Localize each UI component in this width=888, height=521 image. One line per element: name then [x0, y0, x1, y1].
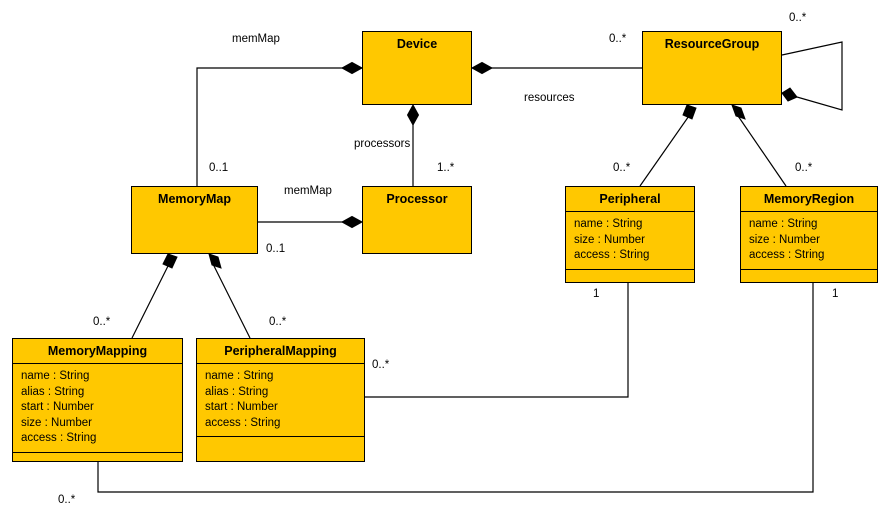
class-memorymap[interactable]: MemoryMap — [131, 186, 258, 254]
edge-label-resourcegroup-peripheral-mult: 0..* — [613, 162, 631, 174]
attribute-row: alias : String — [21, 385, 85, 398]
attribute-row: start : Number — [205, 401, 278, 413]
edge-label-device-resources-role: resources — [524, 92, 575, 104]
attribute-row: name : String — [749, 218, 818, 230]
attribute-row: size : Number — [21, 416, 92, 429]
edge-resourcegroup-peripheral — [639, 104, 697, 187]
edge-label-device-resources-mult: 0..* — [609, 33, 627, 45]
edge-resourcegroup-memoryregion — [731, 104, 787, 187]
edge-label-peripheral-mapping-mult: 1 — [593, 288, 600, 300]
attribute-row: size : Number — [574, 233, 645, 246]
edge-memorymap-peripheralmapping — [208, 253, 251, 339]
attribute-row: name : String — [574, 218, 643, 230]
edge-label-resourcegroup-self-mult: 0..* — [789, 12, 807, 24]
edge-label-memorymap-peripheralmapping-mult: 0..* — [269, 316, 287, 328]
edge-label-device-processors-mult: 1..* — [437, 162, 455, 174]
attribute-row: access : String — [21, 432, 97, 444]
edge-device-processor — [406, 103, 420, 186]
class-memorymapping[interactable]: MemoryMapping name : String alias : Stri… — [12, 338, 183, 462]
attribute-row: size : Number — [749, 233, 820, 246]
edge-device-resourcegroup — [470, 61, 642, 75]
edge-peripheralmapping-peripheral — [365, 283, 629, 398]
edge-label-resourcegroup-memoryregion-mult: 0..* — [795, 162, 813, 174]
class-title: ResourceGroup — [664, 37, 760, 51]
class-peripheralmapping[interactable]: PeripheralMapping name : String alias : … — [196, 338, 365, 462]
class-title: MemoryRegion — [741, 187, 877, 212]
edge-memorymap-memorymapping — [131, 253, 178, 339]
edge-memorymapping-memoryregion — [97, 283, 814, 493]
attributes-compartment: name : String size : Number access : Str… — [741, 212, 877, 270]
attribute-row: access : String — [205, 416, 281, 429]
edge-label-memorymapping-memoryregion-mult: 0..* — [58, 494, 76, 506]
class-title: Processor — [386, 192, 448, 206]
edge-label-memorymap-processor-mult: 0..1 — [266, 243, 286, 255]
operations-compartment — [566, 270, 694, 286]
class-peripheral[interactable]: Peripheral name : String size : Number a… — [565, 186, 695, 283]
edge-label-device-processors-role: processors — [354, 138, 411, 150]
class-title: MemoryMapping — [13, 339, 182, 364]
class-title: Peripheral — [566, 187, 694, 212]
class-title: PeripheralMapping — [197, 339, 364, 364]
class-title: Device — [396, 37, 438, 51]
edge-label-memorymap-processor-role: memMap — [284, 185, 332, 197]
operations-compartment — [13, 453, 182, 469]
class-title: MemoryMap — [158, 192, 231, 206]
attribute-row: name : String — [21, 370, 90, 382]
edge-memorymap-processor — [258, 215, 364, 229]
operations-compartment — [741, 270, 877, 286]
attribute-row: alias : String — [205, 385, 269, 398]
edge-label-device-memmap-role: memMap — [232, 33, 280, 45]
edge-resourcegroup-self — [781, 41, 843, 111]
edge-label-peripheralmapping-peripheral-mult: 0..* — [372, 359, 390, 371]
attributes-compartment: name : String alias : String start : Num… — [197, 364, 364, 437]
edge-label-memorymap-memorymapping-mult: 0..* — [93, 316, 111, 328]
edge-label-device-memmap-mult: 0..1 — [209, 162, 229, 174]
attributes-compartment: name : String size : Number access : Str… — [566, 212, 694, 270]
operations-compartment — [197, 437, 364, 453]
edge-device-memorymap — [196, 61, 364, 186]
attribute-row: name : String — [205, 370, 274, 382]
class-memoryregion[interactable]: MemoryRegion name : String size : Number… — [740, 186, 878, 283]
attribute-row: access : String — [574, 249, 650, 261]
class-processor[interactable]: Processor — [362, 186, 472, 254]
attribute-row: start : Number — [21, 401, 94, 413]
class-device[interactable]: Device — [362, 31, 472, 105]
attribute-row: access : String — [749, 249, 825, 261]
attributes-compartment: name : String alias : String start : Num… — [13, 364, 182, 453]
edge-label-memoryregion-mapping-mult: 1 — [832, 288, 839, 300]
class-resourcegroup[interactable]: ResourceGroup — [642, 31, 782, 105]
